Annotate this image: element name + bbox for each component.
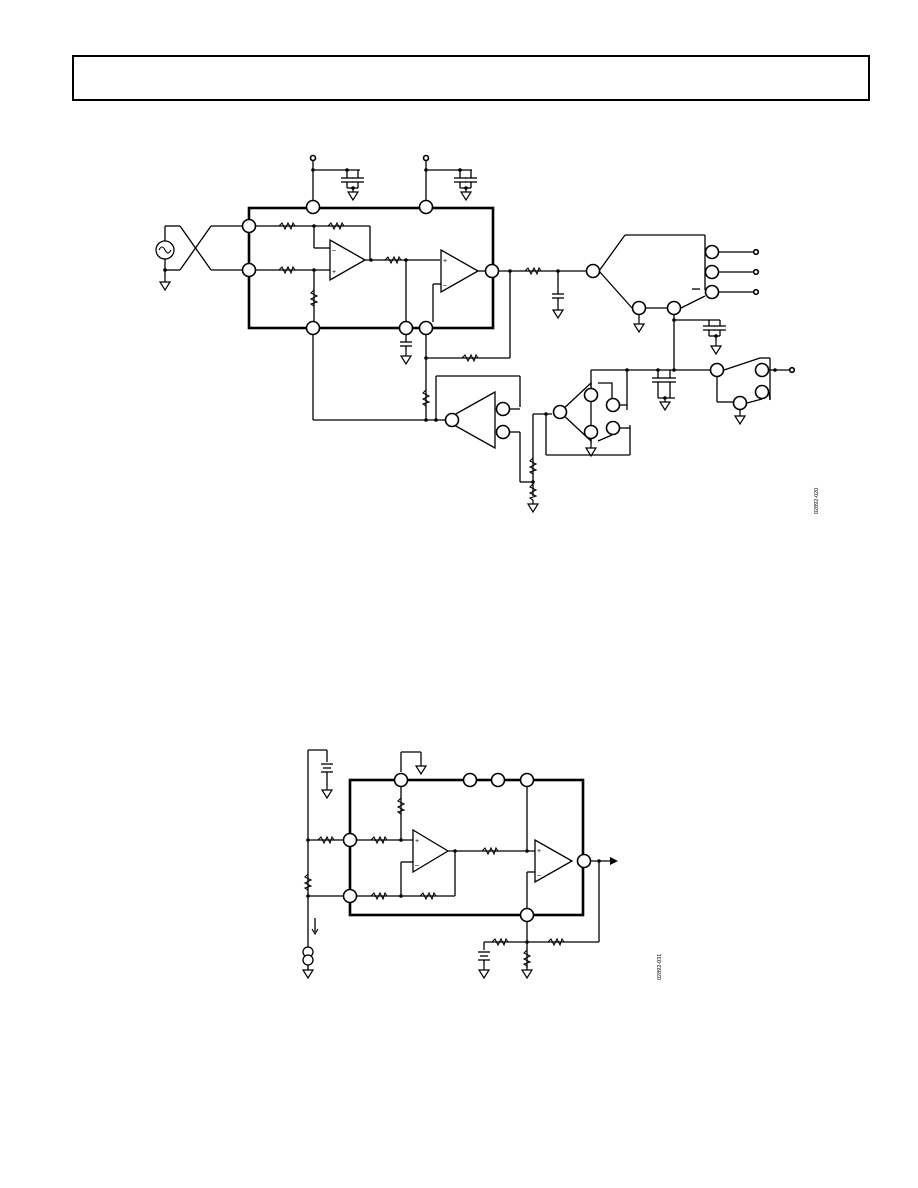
- opamp-3: + –: [412, 828, 450, 874]
- pin-vs-plus: [305, 199, 321, 215]
- pin-nc-1: [462, 772, 478, 788]
- pin-out: [576, 853, 592, 869]
- opamp-3-plus: +: [415, 838, 419, 845]
- opamp-4: + –: [534, 838, 574, 884]
- pin-vs: [519, 772, 535, 788]
- figure-code-top: 02892-020: [814, 488, 820, 514]
- pin-in-plus: [342, 832, 358, 848]
- top-circuit-diagram: – + + –: [155, 154, 820, 514]
- pin-vs-minus: [418, 199, 434, 215]
- opamp-1-minus: –: [332, 247, 336, 254]
- supply-rail-right: [418, 154, 478, 215]
- opamp-4-plus: +: [537, 848, 541, 855]
- pin-output: [484, 263, 500, 279]
- reference-network: [552, 357, 796, 457]
- pin-nc-2: [490, 772, 506, 788]
- opamp-2-plus: +: [443, 258, 447, 265]
- pin-ref-bottom: [519, 907, 535, 923]
- pin-ground: [393, 772, 409, 788]
- opamp-4-minus: –: [537, 872, 541, 879]
- figure-code-bottom: 02892-031: [657, 954, 663, 980]
- opamp-2: + –: [440, 248, 480, 294]
- opamp-1-plus: +: [332, 269, 336, 276]
- supply-rail-left: [305, 154, 365, 215]
- page-header-box: [72, 55, 870, 101]
- opamp-3-minus: –: [415, 862, 419, 869]
- pin-in-minus: [342, 888, 358, 904]
- opamp-1: – +: [329, 238, 367, 282]
- opamp-2-minus: –: [443, 282, 447, 289]
- pin-input-minus: [241, 262, 257, 278]
- pin-ref: [305, 320, 321, 336]
- pin-input-plus: [241, 218, 257, 234]
- ac-signal-source: [155, 225, 243, 291]
- pin-filter: [398, 320, 414, 336]
- adc-block: [585, 234, 760, 370]
- bottom-circuit-diagram: + – + – 02892-031: [302, 749, 663, 980]
- pin-sense: [418, 320, 434, 336]
- ref-buffer: [443, 390, 511, 450]
